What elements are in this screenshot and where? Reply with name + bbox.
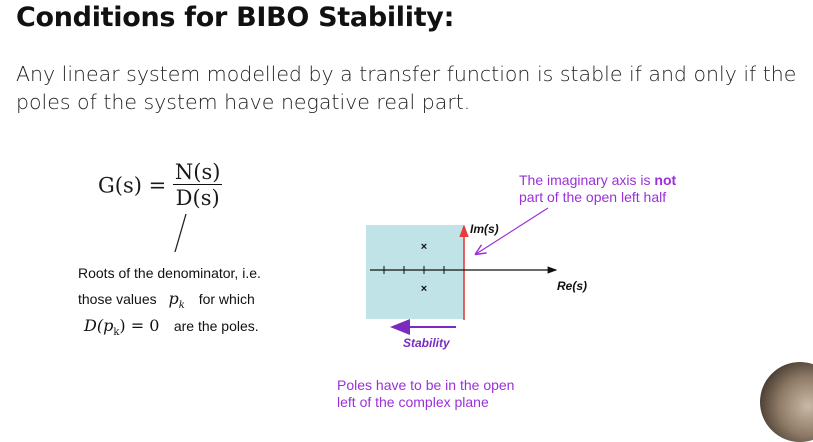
formula-numerator: N(s) (172, 160, 223, 185)
pointer-line-svg (174, 213, 187, 253)
imag-axis-annotation-line-1: The imaginary axis is not (519, 172, 676, 189)
pointer-line (174, 213, 187, 253)
stability-statement: Any linear system modelled by a transfer… (16, 62, 797, 114)
roots-line-2: those values pk for which (78, 289, 255, 311)
roots-line-3: D(pk) = 0 are the poles. (84, 316, 259, 338)
poles-annotation-line-1: Poles have to be in the open (337, 377, 515, 393)
annotation-arrow (476, 207, 549, 254)
roots-line-2-post: for which (198, 291, 255, 307)
dpk-equation: D(pk) = 0 (84, 316, 160, 339)
transfer-function-formula: G(s) = N(s) D(s) (98, 160, 223, 211)
pk-sub: k (178, 300, 185, 312)
formula-lhs: G(s) = (98, 173, 167, 198)
formula-denominator: D(s) (175, 186, 220, 210)
imag-axis-annotation-line-2: part of the open left half (519, 189, 667, 205)
complex-plane-diagram: × × Im(s) Re(s) Stability (366, 207, 587, 350)
imag-axis-annotation-pre: The imaginary axis is (519, 172, 655, 188)
dpk-end: ) = 0 (119, 316, 160, 335)
slide-title: Conditions for BIBO Stability: (16, 2, 455, 33)
imag-axis-annotation: The imaginary axis is not part of the op… (519, 172, 676, 206)
formula-fraction: N(s) D(s) (172, 160, 223, 211)
pole-marker: × (421, 283, 427, 295)
poles-annotation: Poles have to be in the open left of the… (337, 377, 514, 411)
roots-line-2-pre: those values (78, 291, 157, 307)
imag-axis-annotation-bold: not (654, 172, 677, 188)
pk-symbol: pk (168, 289, 185, 312)
dpk-sub: k (113, 327, 120, 339)
poles-annotation-line-2: left of the complex plane (337, 394, 489, 410)
roots-line-3-post: are the poles. (173, 318, 259, 334)
stability-label: Stability (403, 336, 451, 350)
stable-region (366, 225, 464, 319)
pk-var: p (168, 289, 179, 308)
dpk-start: D(p (84, 316, 114, 335)
re-axis-label: Re(s) (557, 279, 587, 293)
im-axis-label: Im(s) (470, 222, 499, 236)
roots-line-1: Roots of the denominator, i.e. (78, 265, 261, 281)
pole-marker: × (421, 241, 427, 253)
